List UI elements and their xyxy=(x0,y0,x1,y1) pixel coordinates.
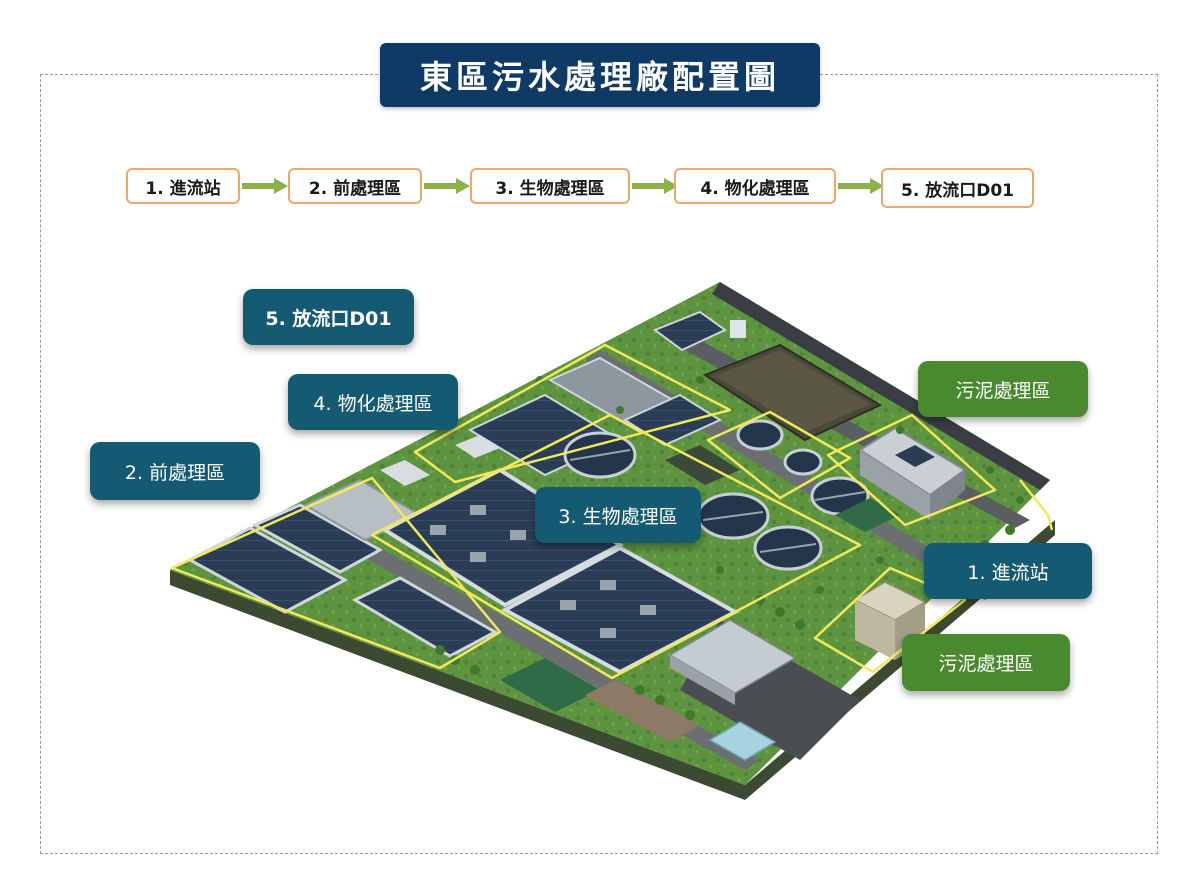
dark-basin xyxy=(665,445,740,485)
light-blue-building xyxy=(708,721,777,761)
clarifier-bridges xyxy=(569,449,866,553)
perimeter-wall xyxy=(712,282,1050,490)
zone-influent xyxy=(813,566,967,674)
zone-biological xyxy=(370,413,862,680)
flow-arrow-icon xyxy=(424,178,470,194)
callout-physchem: 4. 物化處理區 xyxy=(288,374,458,430)
callout-pretreatment: 2. 前處理區 xyxy=(90,442,260,500)
callout-influent: 1. 進流站 xyxy=(924,543,1092,599)
flow-step-biological: 3. 生物處理區 xyxy=(470,168,630,204)
roof-tank xyxy=(895,445,935,467)
flow-step-physchem: 4. 物化處理區 xyxy=(674,168,836,204)
platform-edge xyxy=(170,520,1055,800)
influent-building-face xyxy=(855,600,895,660)
flow-step-pretreatment: 2. 前處理區 xyxy=(288,168,422,204)
sludge-building-side xyxy=(860,450,930,520)
zone-outlines xyxy=(170,343,1054,680)
sludge-building-side xyxy=(930,470,965,520)
flow-step-influent: 1. 進流站 xyxy=(126,168,240,204)
callout-sludge-top: 污泥處理區 xyxy=(918,361,1088,417)
zone-pretreatment xyxy=(170,476,502,670)
green-roof-building xyxy=(500,658,600,712)
flow-arrow-icon xyxy=(242,178,288,194)
sludge-bed-surface xyxy=(715,350,870,432)
trees xyxy=(435,376,1024,720)
zone-physchem xyxy=(413,343,732,484)
pretreatment-tank xyxy=(351,576,499,658)
callout-outfall: 5. 放流口D01 xyxy=(243,289,414,345)
pretreatment-tank xyxy=(186,526,349,614)
warehouse-roof xyxy=(585,680,700,742)
callout-biological: 3. 生物處理區 xyxy=(535,487,701,543)
zone-outfall-edge xyxy=(1019,479,1054,531)
flow-arrow-icon xyxy=(838,178,884,194)
pretreatment-tank xyxy=(251,503,384,574)
office-building xyxy=(668,619,797,694)
office-building-side xyxy=(670,655,735,705)
basin xyxy=(652,310,727,352)
page-title: 東區污水處理廠配置圖 xyxy=(380,43,820,107)
small-building xyxy=(730,320,746,338)
callout-sludge-bottom: 污泥處理區 xyxy=(902,634,1070,691)
zone-sludge-clarifier xyxy=(706,410,852,500)
small-building xyxy=(455,435,500,458)
flow-step-outfall: 5. 放流口D01 xyxy=(881,168,1034,208)
aerator-platforms xyxy=(430,505,656,638)
small-building xyxy=(380,460,430,486)
flow-arrow-icon xyxy=(632,178,678,194)
zone-sludge xyxy=(826,413,997,527)
